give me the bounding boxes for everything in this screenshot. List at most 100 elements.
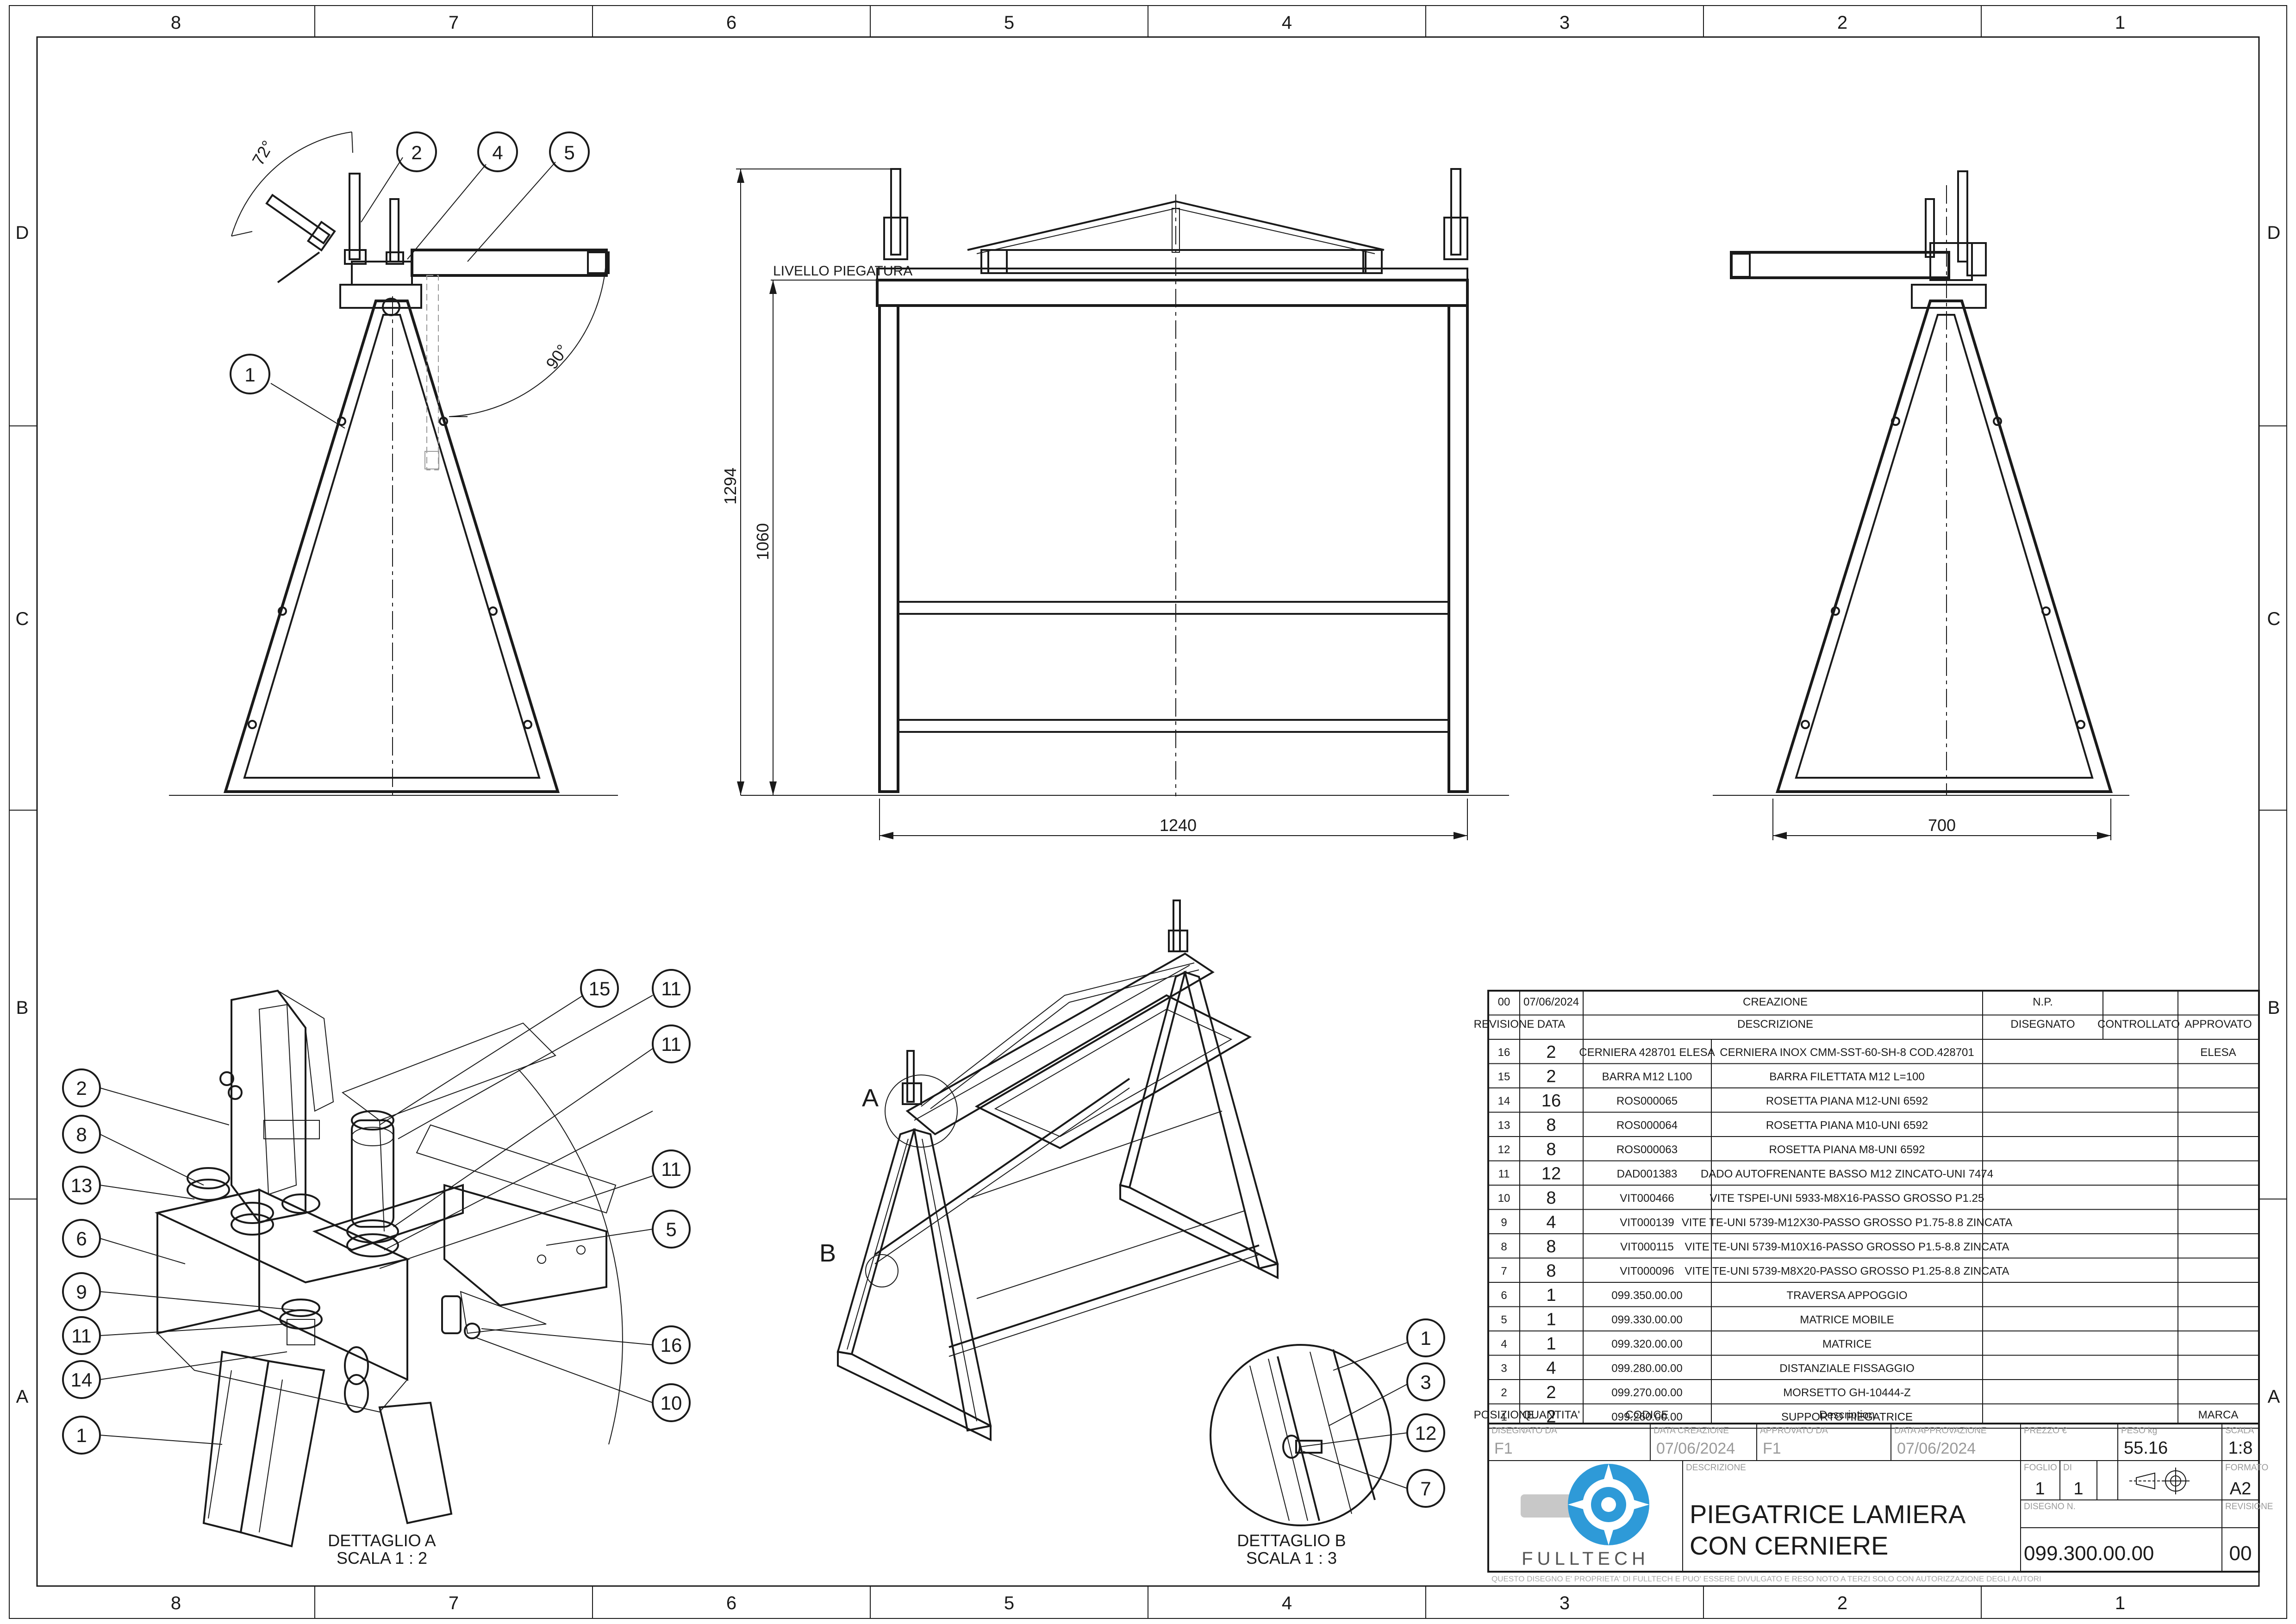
bom-cell-code: 099.320.00.00 (1611, 1338, 1682, 1350)
bom-cell-quantity: 16 (1541, 1091, 1561, 1111)
balloon-detail-a-11d: 11 (652, 1149, 691, 1188)
bom-cell-description: CERNIERA INOX CMM-SST-60-SH-8 COD.428701 (1720, 1046, 1974, 1059)
bom-cell-code: 099.330.00.00 (1611, 1314, 1682, 1326)
row-label-d-right: D (2267, 223, 2281, 243)
bom-cell-quantity: 2 (1546, 1407, 1556, 1427)
bom-cell-description: MATRICE MOBILE (1800, 1314, 1894, 1326)
sheet-frame: 8 7 6 5 4 3 2 1 8 7 6 5 4 3 2 1 D C B A … (9, 5, 2287, 1619)
bom-cell-position: 4 (1501, 1338, 1507, 1350)
svg-text:12: 12 (1415, 1422, 1437, 1444)
balloon-detail-a-11c: 11 (652, 1024, 691, 1063)
bom-cell-position: 7 (1501, 1265, 1507, 1278)
svg-text:5: 5 (666, 1218, 676, 1240)
bom-cell-position: 14 (1498, 1095, 1510, 1107)
bom-cell-quantity: 8 (1546, 1116, 1556, 1135)
row-label-c-right: C (2267, 609, 2281, 629)
balloon-detail-a-5: 5 (652, 1210, 691, 1249)
bom-cell-description: BARRA FILETTATA M12 L=100 (1769, 1071, 1924, 1083)
row-label-c-left: C (16, 609, 29, 629)
bom-cell-position: 3 (1501, 1362, 1507, 1375)
rev-date: 07/06/2024 (1523, 996, 1579, 1008)
bom-cell-code: VIT000115 (1620, 1241, 1674, 1253)
col-label-5-bottom: 5 (1004, 1593, 1014, 1613)
bom-cell-code: 099.270.00.00 (1611, 1387, 1682, 1399)
bom-cell-description: ROSETTA PIANA M12-UNI 6592 (1766, 1095, 1928, 1107)
detail-a-marker: A (862, 1084, 879, 1112)
balloon-left-1: 1 (230, 354, 270, 394)
value-weight: 55.16 (2124, 1438, 2168, 1458)
bom-cell-code: 099.350.00.00 (1611, 1289, 1682, 1302)
dim-700: 700 (1928, 816, 1956, 835)
rev-drawn: N.P. (2033, 996, 2053, 1008)
bom-cell-quantity: 8 (1546, 1188, 1556, 1208)
col-label-3-bottom: 3 (1560, 1593, 1570, 1613)
balloon-detail-a-1: 1 (62, 1416, 101, 1455)
bom-cell-position: 8 (1501, 1241, 1507, 1253)
col-label-4-bottom: 4 (1282, 1593, 1292, 1613)
balloon-left-5: 5 (549, 131, 590, 172)
bom-cell-description: VITE TSPEI-UNI 5933-M8X16-PASSO GROSSO P… (1710, 1192, 1984, 1205)
bom-cell-quantity: 8 (1546, 1262, 1556, 1281)
bom-cell-description: DISTANZIALE FISSAGGIO (1779, 1362, 1915, 1375)
value-format: A2 (2230, 1479, 2251, 1499)
value-revision: 00 (2229, 1542, 2252, 1565)
bom-cell-position: 12 (1498, 1143, 1510, 1156)
bom-cell-quantity: 1 (1546, 1286, 1556, 1305)
rev-header-revision: REVISIONE (1474, 1018, 1535, 1031)
bom-header-code: CODICE (1625, 1409, 1668, 1421)
bom-header-quantity: QUANTITA' (1522, 1409, 1580, 1421)
company-name: FULLTECH (1522, 1549, 1649, 1569)
bom-cell-quantity: 2 (1546, 1043, 1556, 1062)
bom-cell-quantity: 8 (1546, 1140, 1556, 1159)
detail-a-caption-line2: SCALA 1 : 2 (337, 1549, 427, 1568)
isometric-view (836, 899, 1279, 1442)
row-label-a-right: A (2268, 1387, 2280, 1407)
label-designed-by: DISEGNATO DA (1491, 1426, 1557, 1436)
front-view: LIVELLO PIEGATURA 1294 1060 1240 (721, 168, 1509, 840)
bom-cell-position: 9 (1501, 1217, 1507, 1229)
svg-text:9: 9 (76, 1281, 87, 1303)
detail-b-view (1210, 1342, 1408, 1526)
bom-cell-position: 2 (1501, 1387, 1507, 1399)
col-label-3-top: 3 (1560, 12, 1570, 33)
fulltech-logo-icon (1521, 1464, 1649, 1545)
balloon-detail-a-2: 2 (62, 1068, 101, 1107)
title-block: DISEGNATO DA DATA CREAZIONE APPROVATO DA… (1487, 1423, 2273, 1583)
balloon-detail-a-14: 14 (62, 1360, 101, 1399)
bom-cell-position: 11 (1498, 1168, 1510, 1181)
label-creation-date: DATA CREAZIONE (1653, 1426, 1729, 1436)
balloon-detail-a-13: 13 (62, 1166, 101, 1205)
bom-cell-quantity: 8 (1546, 1237, 1556, 1256)
bom-cell-description: VITE TE-UNI 5739-M10X16-PASSO GROSSO P1.… (1685, 1241, 2009, 1253)
bom-cell-code: VIT000466 (1620, 1192, 1674, 1205)
svg-text:11: 11 (661, 978, 681, 999)
bom-cell-code: ROS000065 (1616, 1095, 1678, 1107)
bom-cell-quantity: 12 (1541, 1164, 1561, 1184)
bom-cell-position: 1 (1501, 1411, 1507, 1424)
label-weight: PESO kg (2121, 1426, 2157, 1436)
label-sheet: FOGLIO (2024, 1463, 2057, 1473)
rev-header-approved: APPROVATO (2184, 1018, 2252, 1031)
angle-90-label: 90° (542, 341, 572, 372)
label-approval-date: DATA APPROVAZIONE (1894, 1426, 1987, 1436)
bom-cell-position: 10 (1498, 1192, 1510, 1205)
balloon-detail-a-11: 11 (62, 1316, 101, 1355)
bom-cell-description: ROSETTA PIANA M8-UNI 6592 (1769, 1143, 1925, 1156)
label-of: DI (2063, 1463, 2072, 1473)
bom-row: 8 8 VIT000115 VITE TE-UNI 5739-M10X16-PASSO… (1501, 1237, 2009, 1256)
svg-text:2: 2 (76, 1077, 87, 1099)
svg-text:1: 1 (76, 1424, 87, 1446)
bom-cell-code: 099.280.00.00 (1611, 1362, 1682, 1375)
balloon-detail-b-3: 3 (1406, 1362, 1445, 1401)
svg-text:6: 6 (76, 1228, 87, 1249)
col-label-7-top: 7 (449, 12, 459, 33)
svg-text:16: 16 (661, 1334, 682, 1356)
bom-header-position: POSIZIONE (1474, 1409, 1535, 1421)
disclaimer: QUESTO DISEGNO E' PROPRIETA' DI FULLTECH… (1491, 1574, 2041, 1583)
